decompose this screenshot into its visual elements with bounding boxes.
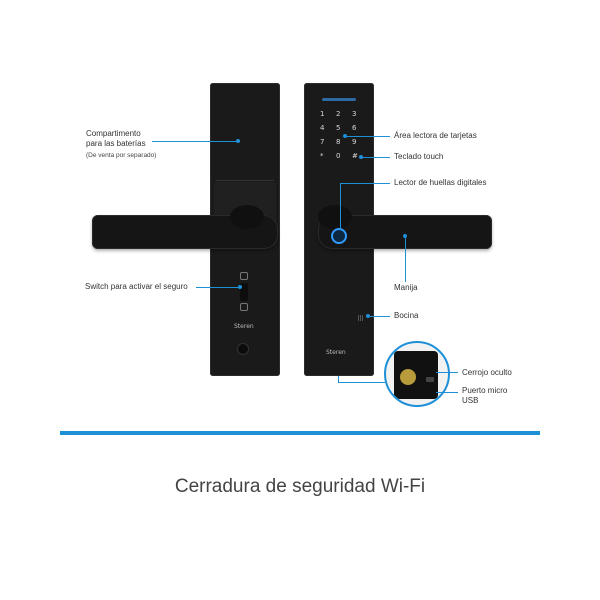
- callout-fingerprint-line: [340, 183, 390, 184]
- label-battery-2: para las baterías: [86, 139, 146, 148]
- speaker-grille: [358, 315, 364, 321]
- lock-icon: [240, 272, 248, 280]
- key-0[interactable]: 0: [336, 152, 341, 160]
- callout-battery-dot: [236, 139, 240, 143]
- fingerprint-sensor[interactable]: [331, 228, 347, 244]
- key-3[interactable]: 3: [352, 110, 357, 118]
- card-reader-indicator: [322, 98, 356, 101]
- callout-card-dot: [343, 134, 347, 138]
- key-1[interactable]: 1: [320, 110, 325, 118]
- hidden-bolt: [400, 369, 416, 385]
- callout-speaker-dot: [366, 314, 370, 318]
- touch-keypad[interactable]: 1 2 3 4 5 6 7 8 9 * 0 #: [316, 110, 366, 162]
- product-title: Cerradura de seguridad Wi-Fi: [174, 476, 426, 497]
- accent-divider: [60, 431, 540, 435]
- callout-switch-line: [196, 287, 240, 288]
- callout-keypad-dot: [359, 155, 363, 159]
- key-6[interactable]: 6: [352, 124, 357, 132]
- callout-handle-dot: [403, 234, 407, 238]
- label-bolt: Cerrojo oculto: [462, 368, 512, 377]
- key-hash[interactable]: #: [352, 152, 358, 160]
- label-keypad: Teclado touch: [394, 152, 444, 161]
- handle-right-rose: [318, 205, 352, 229]
- label-card-reader: Área lectora de tarjetas: [394, 131, 477, 140]
- label-usb-1: Puerto micro: [462, 386, 508, 395]
- handle-left-rose: [230, 205, 264, 229]
- callout-switch-dot: [238, 285, 242, 289]
- label-speaker: Bocina: [394, 311, 419, 320]
- callout-handle-vline: [405, 236, 406, 282]
- callout-speaker-line: [368, 316, 390, 317]
- brand-left: Steren: [234, 323, 254, 330]
- key-8[interactable]: 8: [336, 138, 341, 146]
- key-4[interactable]: 4: [320, 124, 325, 132]
- brand-right: Steren: [326, 349, 346, 356]
- lock-switch[interactable]: [240, 283, 248, 301]
- callout-bolt-line: [436, 372, 458, 373]
- key-7[interactable]: 7: [320, 138, 325, 146]
- callout-fingerprint-vline: [340, 183, 341, 230]
- callout-battery-line: [152, 141, 238, 142]
- zoom-circle: [384, 341, 450, 407]
- zoom-bracket: [338, 376, 385, 383]
- label-handle: Manija: [394, 283, 418, 292]
- callout-keypad-line: [362, 157, 390, 158]
- unlock-icon: [240, 303, 248, 311]
- label-battery-1: Compartimento: [86, 129, 141, 138]
- callout-usb-line: [436, 392, 458, 393]
- label-usb-2: USB: [462, 396, 479, 405]
- key-2[interactable]: 2: [336, 110, 341, 118]
- keyhole-cover: [238, 344, 248, 354]
- key-5[interactable]: 5: [336, 124, 341, 132]
- key-9[interactable]: 9: [352, 138, 357, 146]
- label-battery-note: (De venta por separado): [86, 152, 157, 159]
- label-switch: Switch para activar el seguro: [85, 282, 188, 291]
- label-fingerprint: Lector de huellas digitales: [394, 178, 487, 187]
- usb-port: [426, 377, 434, 382]
- key-star[interactable]: *: [320, 152, 324, 160]
- battery-cover: [216, 90, 274, 181]
- callout-card-line: [346, 136, 390, 137]
